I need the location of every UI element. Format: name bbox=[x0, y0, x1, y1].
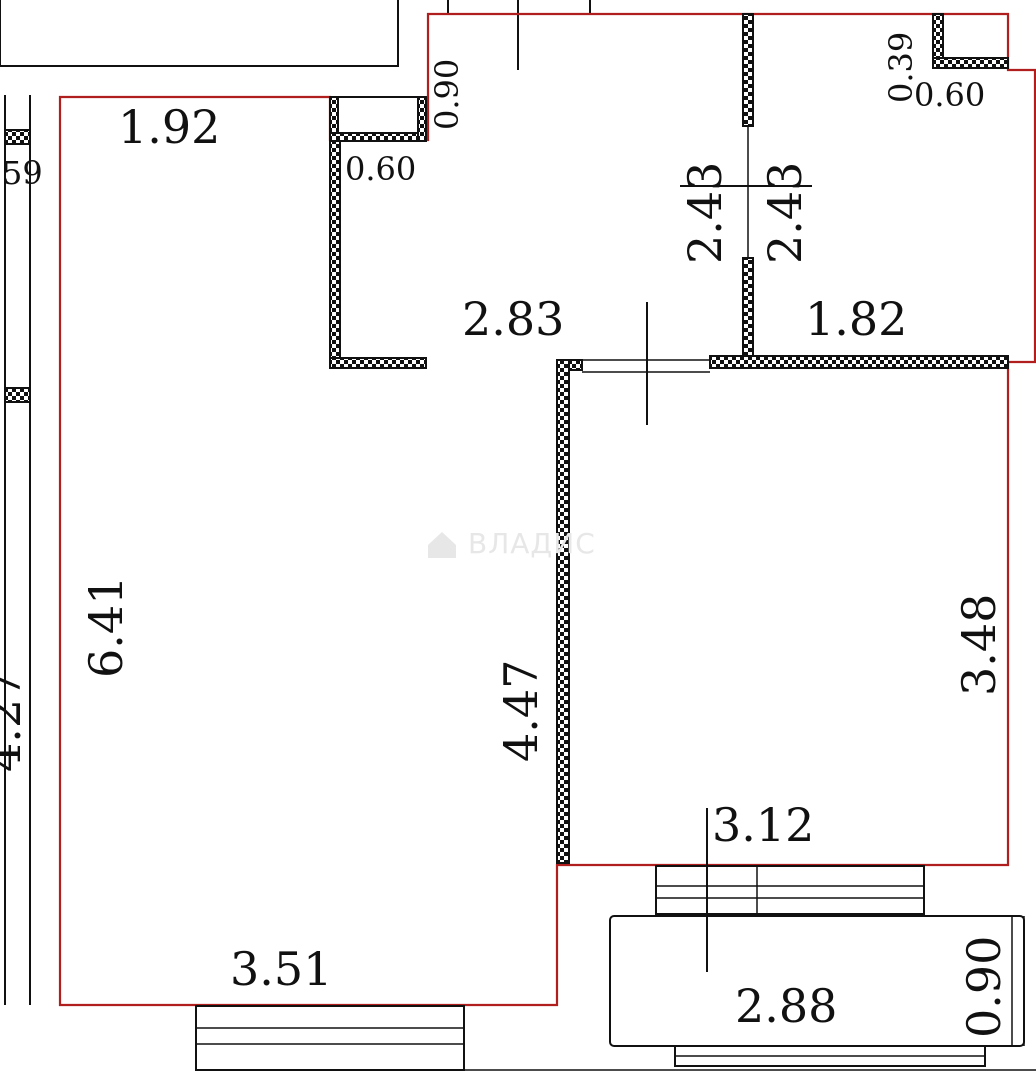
dim-corridor-niche-width: 0.60 bbox=[345, 150, 416, 188]
balcony bbox=[300, 915, 1036, 1071]
dim-main-room-height: 6.41 bbox=[79, 576, 133, 678]
dim-left-edge-partial: 59 bbox=[2, 154, 43, 192]
dim-bath-width: 1.82 bbox=[805, 292, 907, 346]
dim-partition-length: 4.47 bbox=[494, 660, 548, 762]
bath-partition-top bbox=[742, 13, 754, 127]
dim-corridor-niche-depth: 0.90 bbox=[428, 59, 466, 130]
dim-kitchen-width: 3.12 bbox=[712, 798, 814, 852]
dim-bath-niche-depth: 0.39 bbox=[882, 32, 920, 103]
watermark-house-icon bbox=[428, 532, 456, 558]
corridor-niche-bottom bbox=[329, 132, 427, 142]
kitchen-window bbox=[655, 865, 925, 915]
dim-main-room-width: 3.51 bbox=[230, 942, 332, 996]
watermark-text: ВЛАДИС bbox=[468, 527, 596, 560]
balcony-window bbox=[674, 1045, 986, 1067]
corridor-niche bbox=[330, 96, 419, 134]
dimension-lines bbox=[646, 185, 812, 972]
dim-bath-niche-width: 0.60 bbox=[914, 76, 985, 114]
dim-bath-height: 2.43 bbox=[758, 162, 812, 264]
bath-partition-bottom bbox=[742, 257, 754, 363]
watermark: ВЛАДИС bbox=[428, 527, 596, 560]
main-room-window bbox=[195, 1005, 465, 1071]
dim-balcony-depth: 0.90 bbox=[957, 936, 1011, 1038]
main-kitchen-partition bbox=[556, 359, 570, 864]
dimension-labels: 1.92 0.60 0.90 0.39 0.60 2.43 2.43 2.83 … bbox=[0, 32, 1011, 1038]
neighbour-structures bbox=[0, 0, 591, 1005]
left-hatched-stub-2 bbox=[4, 387, 31, 403]
apartment-outline bbox=[58, 12, 1036, 1007]
bath-kitchen-partition bbox=[709, 355, 1009, 369]
dim-top-left-width: 1.92 bbox=[118, 100, 220, 154]
dim-corridor-height: 2.43 bbox=[678, 162, 732, 264]
corridor-wall-vertical bbox=[329, 140, 341, 367]
dim-left-edge-partial-2: 4.27 bbox=[0, 670, 31, 772]
corridor-niche-right bbox=[417, 96, 427, 142]
dim-balcony-width: 2.88 bbox=[735, 979, 837, 1033]
bath-niche-bottom bbox=[932, 57, 1009, 69]
left-hatched-stub-1 bbox=[4, 129, 31, 145]
corridor-wall-horizontal bbox=[329, 357, 427, 369]
dim-kitchen-height: 3.48 bbox=[952, 594, 1006, 696]
hatched-walls bbox=[329, 13, 1009, 864]
dim-corridor-width: 2.83 bbox=[462, 292, 564, 346]
neighbour-top-box bbox=[0, 0, 399, 67]
